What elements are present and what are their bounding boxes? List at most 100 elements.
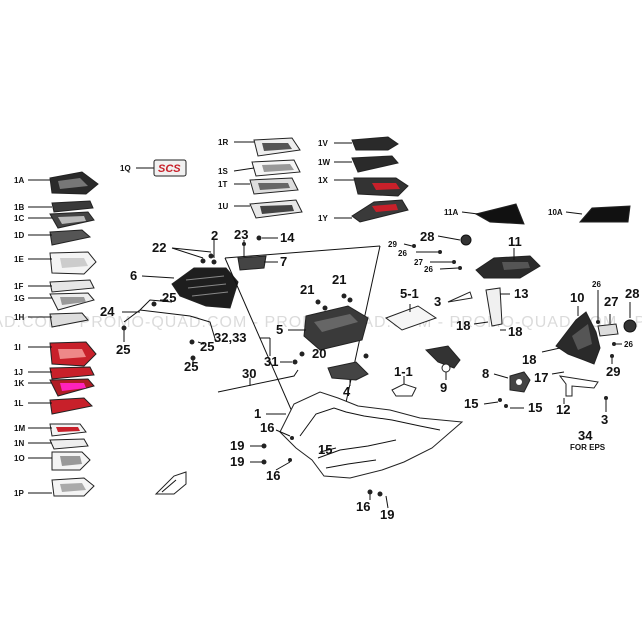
- decal-1T[interactable]: [249, 177, 299, 195]
- decal-1H[interactable]: [49, 312, 89, 328]
- decal-1D[interactable]: [49, 229, 92, 246]
- label-1X: 1X: [318, 176, 328, 185]
- label-1R: 1R: [218, 138, 228, 147]
- bracket-4[interactable]: [327, 361, 369, 381]
- label-26c: 26: [592, 280, 601, 289]
- label-28a: 28: [420, 229, 434, 244]
- decal-1N[interactable]: [49, 438, 89, 450]
- bracket-12[interactable]: [558, 375, 599, 397]
- decal-1L[interactable]: [49, 397, 94, 415]
- decal-1F[interactable]: [49, 279, 95, 293]
- label-17: 17: [534, 370, 548, 385]
- decal-10A[interactable]: [578, 205, 631, 223]
- part-9-sensor[interactable]: [424, 345, 461, 373]
- label-1L: 1L: [14, 399, 23, 408]
- rod-30[interactable]: [217, 369, 299, 393]
- label-26d: 26: [624, 340, 633, 349]
- strap-13-18[interactable]: [485, 287, 503, 327]
- label-3a: 3: [434, 294, 441, 309]
- panel-5-1[interactable]: [384, 305, 438, 331]
- label-16a: 16: [260, 420, 274, 435]
- label-1: 1: [254, 406, 261, 421]
- label-29b: 29: [606, 364, 620, 379]
- decal-1O[interactable]: [51, 451, 91, 471]
- label-18a: 18: [456, 318, 470, 333]
- plate-27[interactable]: [597, 323, 619, 337]
- label-1Y: 1Y: [318, 214, 328, 223]
- label-21b: 21: [332, 272, 346, 287]
- decal-1C[interactable]: [49, 211, 95, 229]
- pad-1-1[interactable]: [391, 383, 417, 397]
- eps-note: FOR EPS: [570, 443, 606, 452]
- decal-1P[interactable]: [51, 477, 95, 497]
- rear-rack[interactable]: [171, 267, 239, 309]
- decal-group-right-top: [351, 136, 409, 223]
- decal-1R[interactable]: [253, 137, 301, 157]
- decal-1Y[interactable]: [351, 199, 409, 223]
- decal-1K[interactable]: [49, 378, 95, 397]
- rack-frame-24[interactable]: [123, 299, 217, 343]
- label-3b: 3: [601, 412, 608, 427]
- small-bracket-lower-left[interactable]: [154, 471, 187, 495]
- side-cover-10[interactable]: [555, 311, 601, 365]
- bracket-7[interactable]: [237, 255, 267, 271]
- decal-1W[interactable]: [351, 155, 399, 173]
- label-24: 24: [100, 304, 115, 319]
- light-8[interactable]: [509, 371, 531, 393]
- label-1F: 1F: [14, 282, 23, 291]
- label-4: 4: [343, 384, 351, 399]
- decal-1G[interactable]: [49, 292, 95, 311]
- rear-fender[interactable]: [279, 391, 464, 479]
- label-14: 14: [280, 230, 295, 245]
- label-19b: 19: [230, 454, 244, 469]
- fasteners-26-29-right: [596, 320, 616, 358]
- label-1H: 1H: [14, 313, 24, 322]
- leader-lines-left: [28, 179, 52, 494]
- label-1T: 1T: [218, 180, 227, 189]
- label-15a: 15: [464, 396, 478, 411]
- label-20: 20: [312, 346, 326, 361]
- decal-1M[interactable]: [49, 423, 87, 437]
- decal-11A[interactable]: [474, 203, 525, 225]
- label-5-1: 5-1: [400, 286, 419, 301]
- fasteners-29-26-27-top: [412, 244, 462, 270]
- label-34: 34: [578, 428, 593, 443]
- decal-1S[interactable]: [251, 159, 301, 177]
- leader-lines-right-top: [334, 142, 354, 219]
- decal-group-left: [49, 171, 99, 497]
- decal-1I[interactable]: [49, 341, 97, 367]
- fasteners-15-right: [498, 398, 508, 408]
- label-1J: 1J: [14, 368, 23, 377]
- label-10A: 10A: [548, 208, 563, 217]
- bolt-14-icon: [256, 235, 262, 241]
- label-28b: 28: [625, 286, 639, 301]
- mirror-28-right[interactable]: [623, 319, 637, 333]
- decal-1X[interactable]: [353, 177, 409, 197]
- decal-1B[interactable]: [51, 200, 94, 213]
- label-23: 23: [234, 227, 248, 242]
- bracket-5[interactable]: [303, 305, 369, 351]
- label-9: 9: [440, 380, 447, 395]
- label-26a: 26: [398, 249, 407, 258]
- label-1P: 1P: [14, 489, 24, 498]
- decal-1V[interactable]: [351, 136, 399, 151]
- label-29a: 29: [388, 240, 397, 249]
- decal-group-center-top: [249, 137, 303, 219]
- seat-cowl-11[interactable]: [475, 255, 541, 279]
- decal-1E[interactable]: [49, 251, 97, 275]
- label-1O: 1O: [14, 454, 25, 463]
- mirror-28-top[interactable]: [460, 234, 472, 246]
- label-1D: 1D: [14, 231, 24, 240]
- label-19c: 19: [380, 507, 394, 522]
- label-16c: 16: [356, 499, 370, 514]
- decal-1U[interactable]: [249, 199, 303, 219]
- leader-lines-15-right: [483, 401, 524, 409]
- clip-31-icon: [292, 359, 298, 365]
- label-22: 22: [152, 240, 166, 255]
- label-25c: 25: [200, 339, 214, 354]
- bolts-22-2: [171, 240, 215, 259]
- decal-1Q-badge[interactable]: SCS: [136, 159, 187, 177]
- decal-1J[interactable]: [49, 366, 95, 380]
- decal-1A[interactable]: [49, 171, 99, 195]
- label-21a: 21: [300, 282, 314, 297]
